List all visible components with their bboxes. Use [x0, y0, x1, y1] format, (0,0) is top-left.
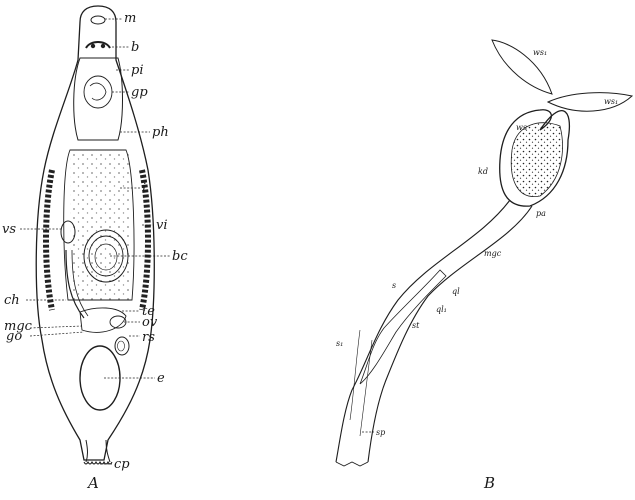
b-vesicle-right	[548, 93, 632, 112]
b-label-sp: sp	[376, 428, 385, 437]
figure-b: ws₁ ws₁ ws kd pa mgc s ql ql₁ st s₁ sp B	[336, 40, 632, 492]
a-germ-plate	[84, 76, 112, 108]
a-label-ov: ov	[142, 315, 158, 330]
b-label-ql1: ql₁	[436, 305, 447, 314]
a-eye-left	[91, 44, 95, 48]
b-duct-left	[336, 200, 510, 462]
b-label-ws1-top: ws₁	[533, 48, 547, 57]
a-vitellarium-left	[46, 170, 52, 310]
a-egg	[80, 346, 120, 410]
b-label-mgc: mgc	[484, 249, 502, 258]
a-label-ph: ph	[152, 125, 169, 140]
a-receptaculum-inner	[118, 341, 125, 351]
a-eye-right	[101, 44, 105, 48]
a-mouth	[91, 16, 105, 24]
a-label-b: b	[131, 40, 139, 55]
a-leader-go	[30, 332, 84, 336]
a-label-e: e	[157, 371, 165, 386]
b-label-pa: pa	[536, 209, 546, 218]
a-intestine-dots	[70, 150, 130, 300]
figure-a: m b pi gp ph i vi vs bc ch te ov mgc go …	[2, 6, 188, 492]
a-receptaculum	[115, 337, 129, 355]
b-label-s1: s₁	[336, 339, 343, 348]
a-label-ch: ch	[4, 293, 20, 308]
a-brain	[86, 42, 110, 48]
b-duct-folds	[360, 270, 446, 384]
a-label-vi: vi	[156, 218, 168, 233]
a-label-gp: gp	[131, 85, 148, 100]
b-caption: B	[483, 474, 495, 492]
b-label-st: st	[412, 321, 420, 330]
a-leader-mgc	[30, 326, 82, 328]
a-pharynx	[74, 58, 123, 140]
b-label-ws1-right: ws₁	[604, 97, 618, 106]
b-duct-right	[368, 206, 532, 462]
a-label-go: go	[6, 329, 22, 344]
b-label-kd: kd	[478, 167, 488, 176]
a-label-bc: bc	[172, 249, 188, 264]
b-duct-end	[336, 462, 368, 466]
a-label-i: i	[142, 181, 146, 196]
a-label-m: m	[124, 11, 136, 26]
a-label-vs: vs	[2, 222, 16, 237]
a-caption: A	[86, 474, 99, 492]
b-label-ws: ws	[516, 123, 527, 132]
b-label-ql: ql	[452, 287, 460, 296]
a-testis-region	[80, 308, 126, 332]
a-germ-plate-detail	[90, 83, 106, 100]
a-label-pi: pi	[131, 63, 143, 78]
b-sac-content	[511, 123, 562, 197]
a-label-rs: rs	[142, 330, 155, 345]
a-label-cp: cp	[114, 457, 130, 472]
b-label-s: s	[392, 281, 396, 290]
